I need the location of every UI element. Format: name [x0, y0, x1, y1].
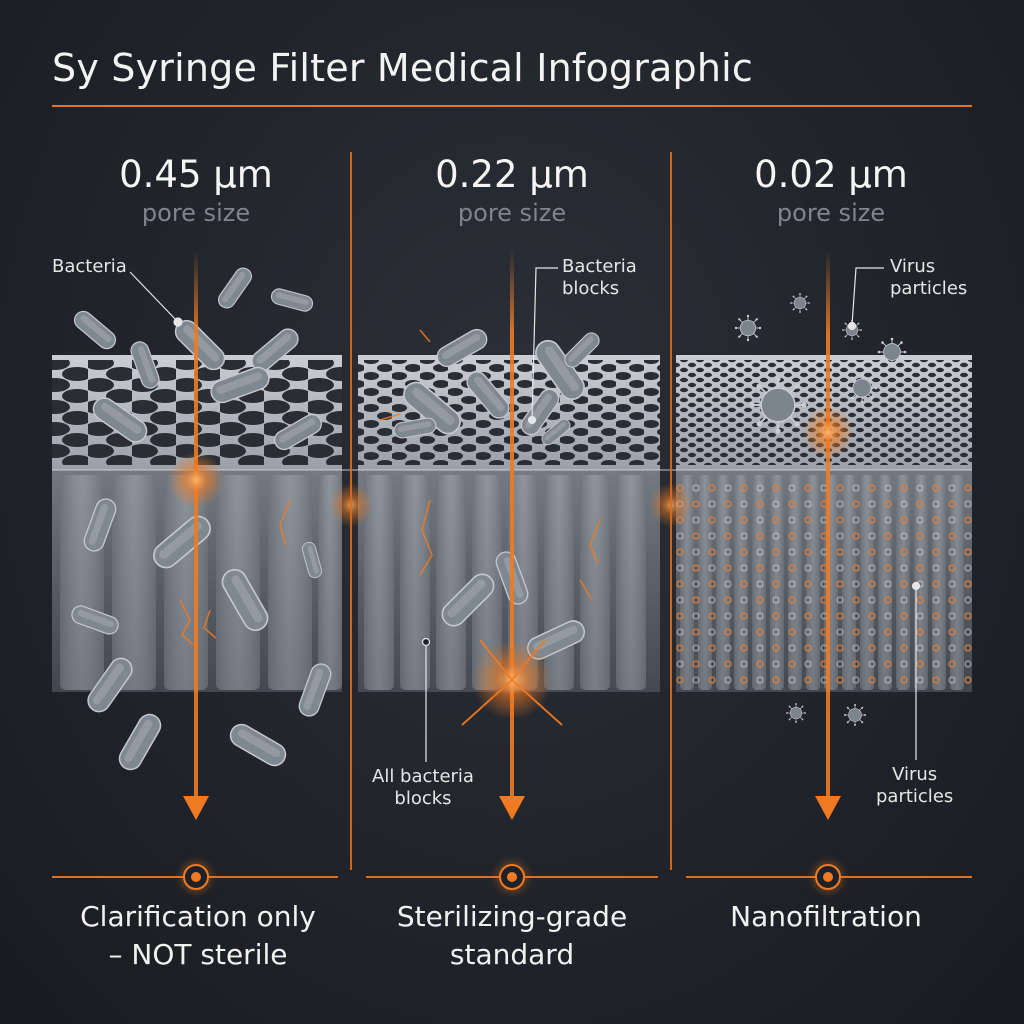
callout-all-bacteria-blocks: All bacteria blocks	[372, 766, 474, 809]
pore-size-value: 0.45 µm	[119, 153, 273, 196]
caption-line: Clarification only	[80, 900, 316, 933]
flow-arrow-icon	[802, 250, 854, 820]
virus-icon	[877, 337, 907, 367]
callout-bacteria-blocks: Bacteria blocks	[562, 256, 637, 299]
title-underline	[52, 105, 972, 107]
pore-size-value: 0.02 µm	[754, 153, 908, 196]
bacteria-icon	[114, 709, 166, 775]
flow-arrow-icon	[168, 250, 224, 820]
column-divider	[350, 152, 352, 870]
caption-line: Nanofiltration	[730, 900, 922, 933]
pore-size-value: 0.22 µm	[435, 153, 589, 196]
virus-icon	[789, 292, 811, 314]
caption-line: Sterilizing-grade	[396, 900, 628, 933]
caption-column-3: Nanofiltration	[666, 898, 986, 936]
virus-icon	[843, 703, 867, 727]
callout-virus-particles-top: Virus particles	[890, 256, 968, 299]
timeline-node-icon	[815, 864, 841, 890]
pore-header-column-2: 0.22 µm pore size	[362, 152, 662, 228]
pore-size-label: pore size	[457, 199, 567, 227]
column-divider	[670, 152, 672, 870]
pore-header-column-3: 0.02 µm pore size	[681, 152, 981, 228]
spark-effects	[179, 329, 601, 648]
timeline-node-icon	[499, 864, 525, 890]
pore-size-label: pore size	[141, 199, 251, 227]
virus-icon	[846, 372, 878, 404]
callout-virus-particles-bottom: Virus particles	[876, 764, 954, 807]
bacteria-icon	[214, 264, 256, 312]
bacteria-icon	[269, 286, 315, 314]
callout-bacteria: Bacteria	[52, 256, 127, 277]
pore-header-column-1: 0.45 µm pore size	[46, 152, 346, 228]
pore-size-label: pore size	[776, 199, 886, 227]
callout-leaders	[129, 267, 921, 762]
virus-icon	[734, 314, 762, 342]
bacteria-icon	[70, 307, 120, 353]
bacteria-icon	[225, 719, 291, 771]
timeline-node-icon	[183, 864, 209, 890]
flow-arrow-icon	[461, 250, 563, 820]
page-title: Sy Syringe Filter Medical Infographic	[52, 46, 753, 90]
caption-line: standard	[449, 938, 575, 971]
caption-column-1: Clarification only – NOT sterile	[38, 898, 358, 974]
caption-line: – NOT sterile	[108, 938, 288, 971]
caption-column-2: Sterilizing-grade standard	[352, 898, 672, 974]
virus-icon	[748, 375, 808, 435]
virus-icon	[785, 702, 807, 724]
